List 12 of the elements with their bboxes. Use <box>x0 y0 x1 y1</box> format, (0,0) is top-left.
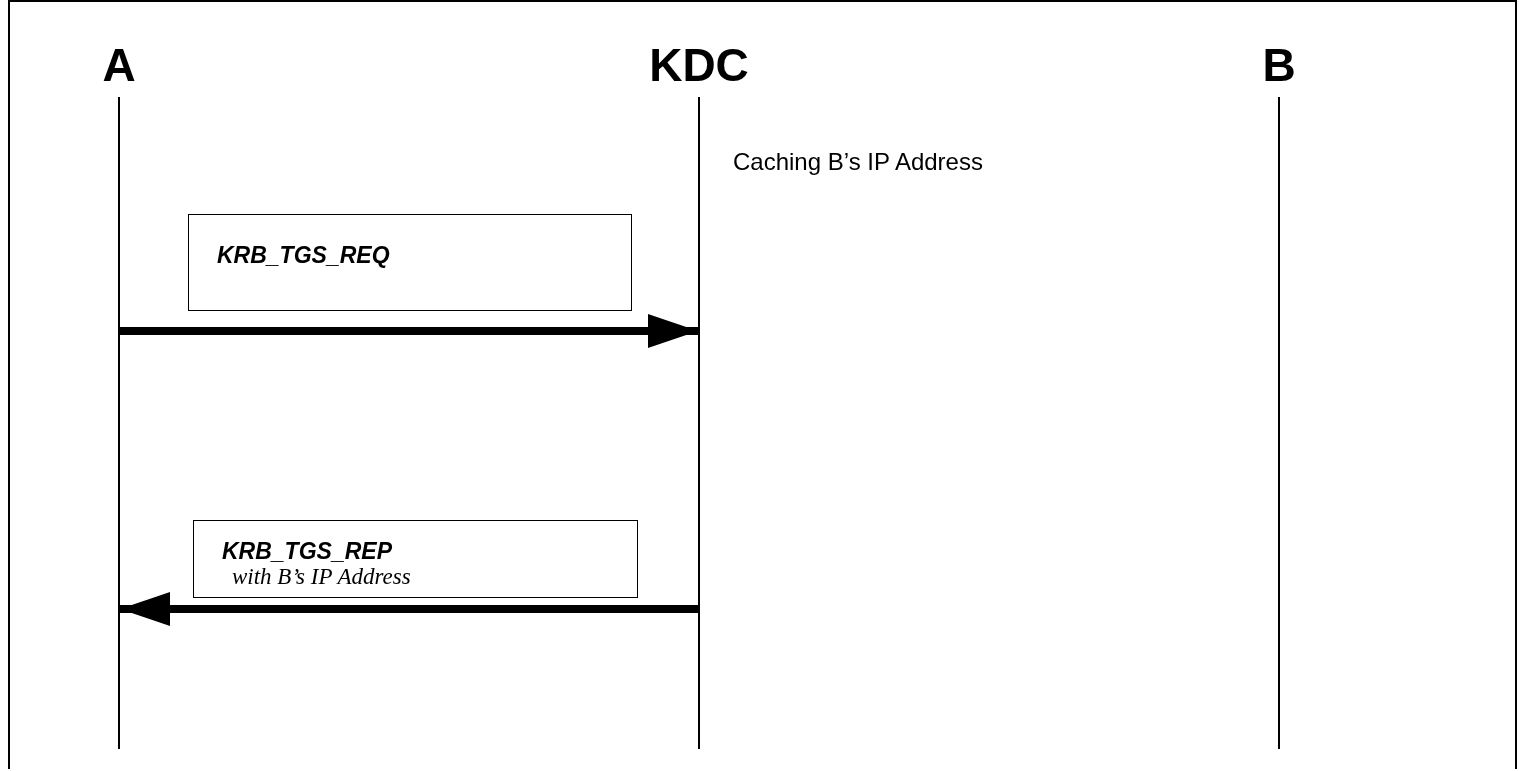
lifeline <box>118 97 120 749</box>
lifeline <box>1278 97 1280 749</box>
message-note: with B’s IP Address <box>232 565 412 589</box>
lifeline <box>698 97 700 749</box>
message-box <box>188 214 632 311</box>
participant-name: A <box>102 40 136 90</box>
participant-name: KDC <box>649 40 749 90</box>
note-text: Caching B’s IP Address <box>733 147 983 177</box>
message-box <box>193 520 638 598</box>
message-name: KRB_TGS_REP <box>222 537 393 565</box>
message-name: KRB_TGS_REQ <box>217 241 391 269</box>
participant-name: B <box>1262 40 1296 90</box>
